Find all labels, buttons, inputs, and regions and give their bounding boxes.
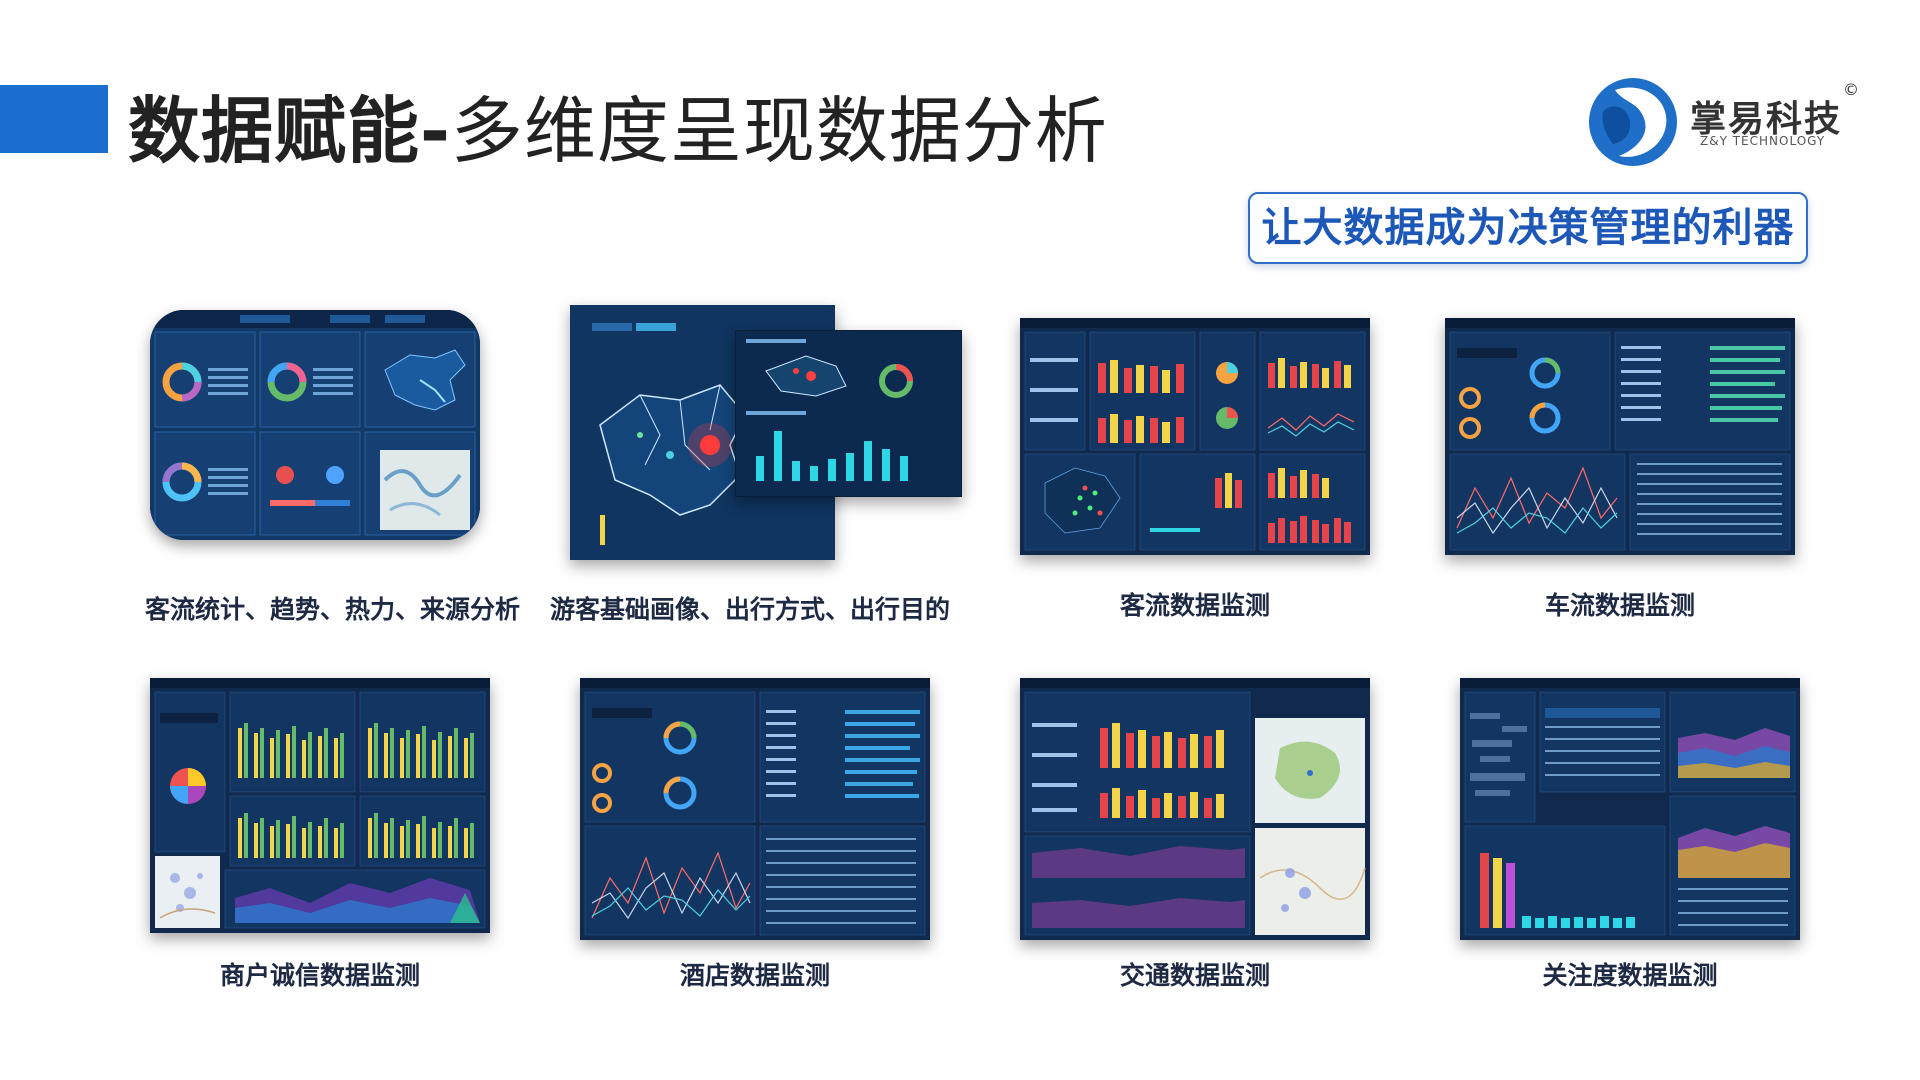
card-caption: 商户诚信数据监测	[219, 961, 420, 990]
card-attention-data[interactable]: 关注度数据监测	[1460, 678, 1800, 990]
slogan-box: 让大数据成为决策管理的利器	[1248, 192, 1808, 264]
card-visitor-flow[interactable]: 客流数据监测	[1020, 318, 1370, 625]
company-logo: 掌易科技 © Z&Y TECHNOLOGY	[1585, 72, 1885, 172]
dashboard-thumbnail	[1460, 678, 1800, 940]
dashboard-thumbnail	[1445, 318, 1795, 555]
dashboard-thumbnail-overlay	[735, 330, 962, 497]
dashboard-thumbnail	[150, 310, 480, 540]
card-traffic-data[interactable]: 交通数据监测	[1020, 678, 1370, 990]
card-caption: 车流数据监测	[1544, 591, 1695, 620]
visitor-profile-charts	[736, 331, 961, 496]
page-title: 数据赋能-多维度呈现数据分析	[128, 72, 1108, 177]
logo-name: 掌易科技	[1690, 99, 1843, 140]
card-caption: 交通数据监测	[1119, 961, 1270, 990]
page-title-rest: 多维度呈现数据分析	[450, 89, 1108, 173]
page-title-strong: 数据赋能-	[128, 89, 451, 173]
card-caption: 客流数据监测	[1119, 591, 1270, 620]
hotel-dashboard	[580, 678, 930, 940]
logo-subtitle: Z&Y TECHNOLOGY	[1700, 134, 1826, 148]
traffic-dashboard	[1020, 678, 1370, 940]
logo-copyright: ©	[1843, 80, 1859, 99]
dashboard-thumbnail	[1020, 318, 1370, 555]
card-caption: 客流统计、趋势、热力、来源分析	[145, 595, 521, 624]
card-caption: 酒店数据监测	[679, 961, 830, 990]
card-hotel-data[interactable]: 酒店数据监测	[580, 678, 930, 990]
dashboard-thumbnail	[1020, 678, 1370, 940]
vehicle-flow-dashboard	[1445, 318, 1795, 555]
dashboard-thumbnail	[580, 678, 930, 940]
merchant-integrity-dashboard	[150, 678, 490, 933]
dashboard-thumbnail	[150, 678, 490, 933]
visitor-flow-dashboard	[1020, 318, 1370, 555]
card-visitor-stats[interactable]: 客流统计、趋势、热力、来源分析	[145, 310, 521, 625]
attention-dashboard	[1460, 678, 1800, 940]
card-caption: 游客基础画像、出行方式、出行目的	[550, 595, 951, 624]
title-accent-bar	[0, 85, 108, 153]
visitor-stats-dashboard	[150, 310, 480, 540]
card-visitor-profile[interactable]: 游客基础画像、出行方式、出行目的	[550, 305, 962, 625]
logo-emblem-icon	[1589, 78, 1677, 166]
card-vehicle-flow[interactable]: 车流数据监测	[1445, 318, 1795, 625]
card-caption: 关注度数据监测	[1542, 961, 1718, 990]
card-merchant-integrity[interactable]: 商户诚信数据监测	[150, 678, 490, 990]
